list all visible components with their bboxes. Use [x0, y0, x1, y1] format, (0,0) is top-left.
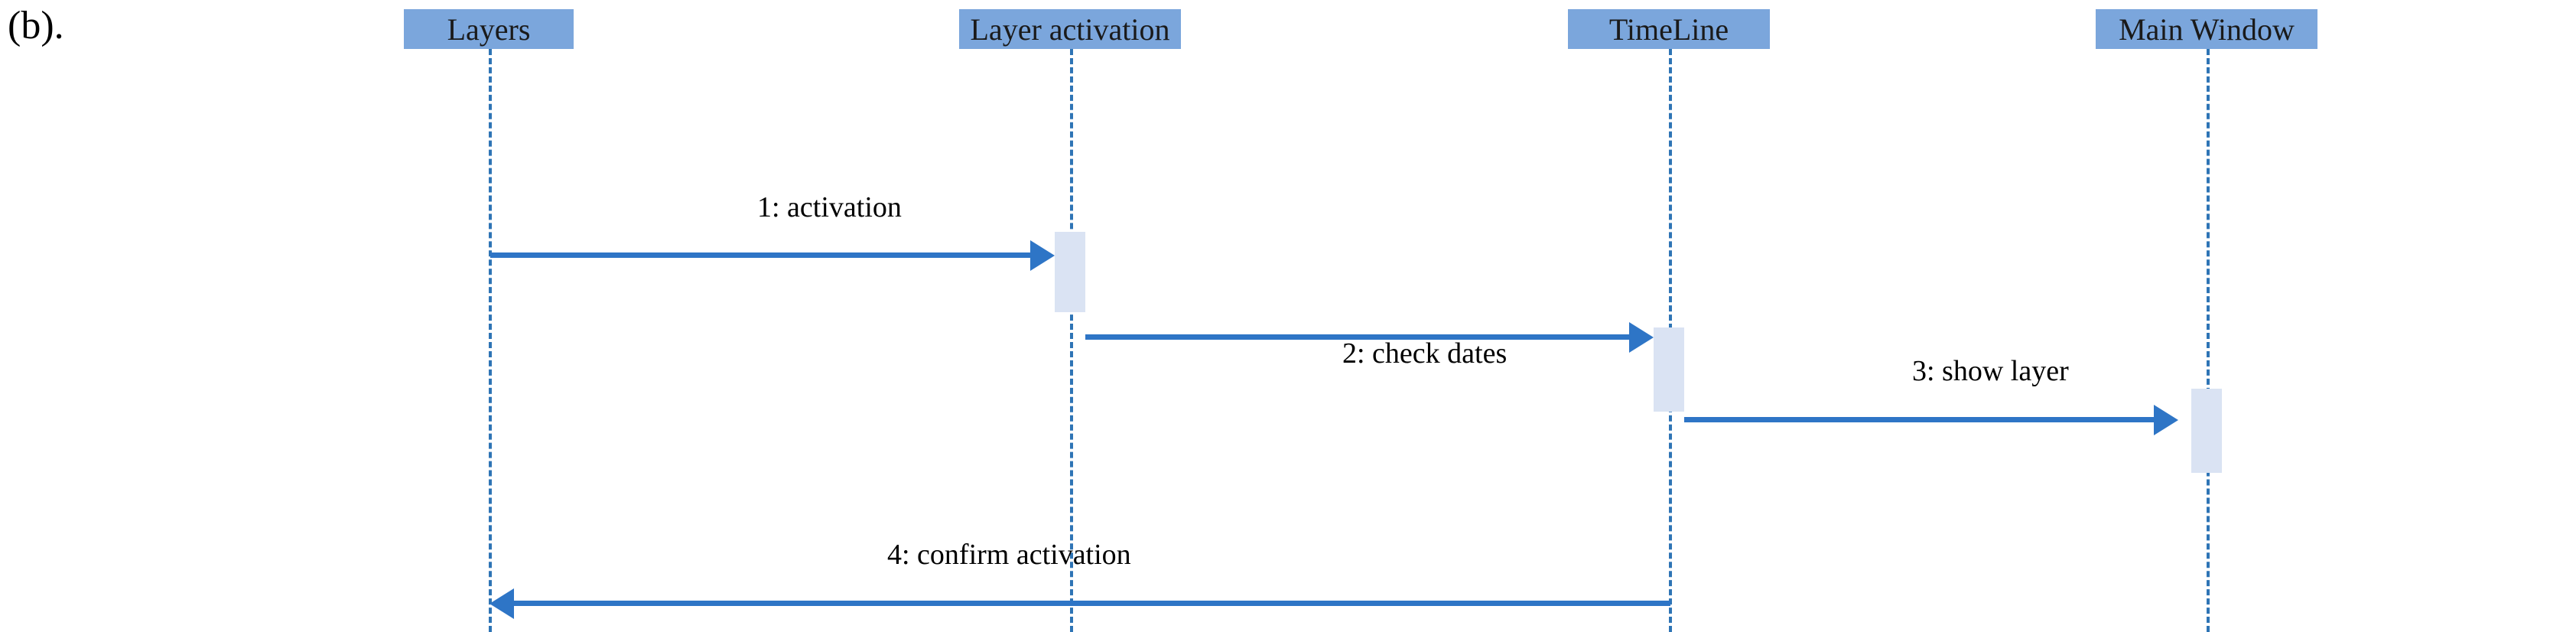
lifeline-main-window — [2207, 49, 2210, 632]
activation-bar-main-window — [2191, 389, 2222, 473]
message-1-label: 1: activation — [757, 191, 902, 223]
participant-header-layers: Layers — [404, 9, 574, 49]
message-1-line — [490, 252, 1033, 258]
lifeline-layers — [489, 49, 492, 632]
message-4-line — [514, 601, 1670, 606]
message-2-arrowhead-icon — [1629, 322, 1654, 353]
message-2-line — [1085, 334, 1632, 340]
lifeline-layer-activation — [1070, 49, 1073, 632]
message-1-arrowhead-icon — [1030, 240, 1055, 271]
figure-caption-text: (b). — [8, 4, 64, 47]
participant-label-timeline: TimeLine — [1608, 11, 1729, 47]
message-3-label: 3: show layer — [1912, 355, 2069, 387]
message-3-line — [1684, 417, 2157, 422]
participant-header-timeline: TimeLine — [1568, 9, 1770, 49]
activation-bar-layer-activation — [1055, 232, 1085, 312]
activation-bar-timeline — [1654, 327, 1684, 412]
participant-label-layer-activation: Layer activation — [970, 11, 1170, 47]
participant-header-layer-activation: Layer activation — [959, 9, 1181, 49]
participant-header-main-window: Main Window — [2096, 9, 2317, 49]
message-3-arrowhead-icon — [2154, 405, 2178, 435]
message-2-label: 2: check dates — [1342, 337, 1508, 370]
participant-label-layers: Layers — [447, 11, 531, 47]
message-4-arrowhead-icon — [490, 588, 514, 619]
participant-label-main-window: Main Window — [2119, 11, 2295, 47]
message-4-label: 4: confirm activation — [887, 539, 1131, 571]
figure-caption: (b). — [8, 6, 64, 46]
